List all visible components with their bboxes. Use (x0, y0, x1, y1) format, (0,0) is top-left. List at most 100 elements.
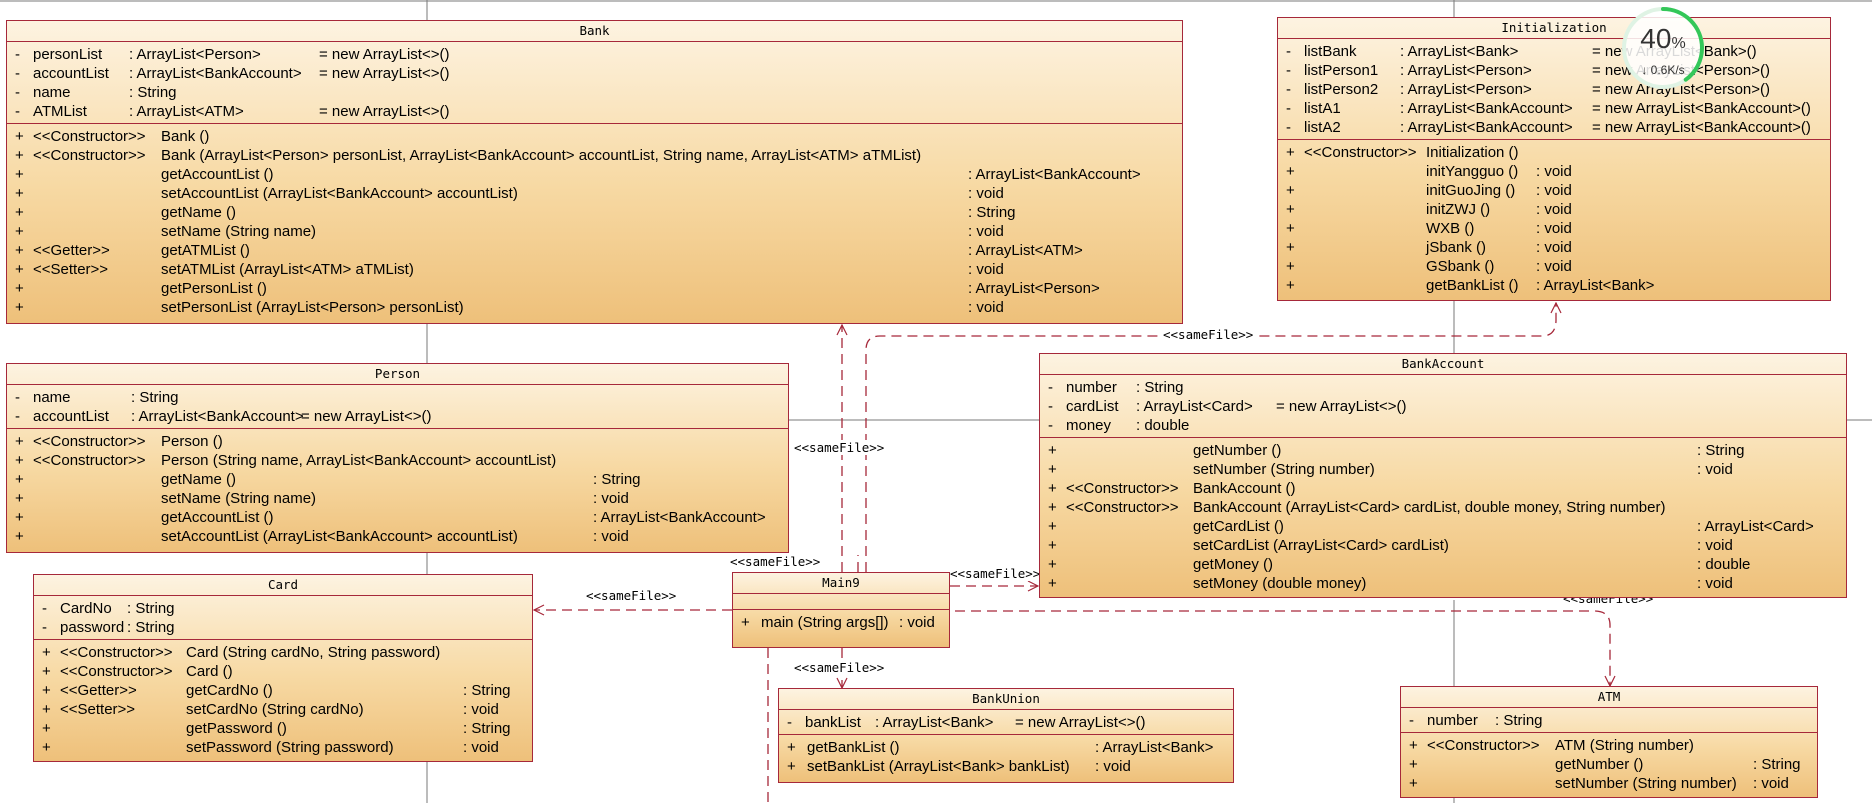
operation-row[interactable]: +initGuoJing (): void (1278, 181, 1830, 200)
operation-row[interactable]: +<<Getter>>getCardNo (): String (34, 681, 532, 700)
class-main9[interactable]: Main9+main (String args[]): void (732, 572, 950, 648)
operation-row[interactable]: +jSbank (): void (1278, 238, 1830, 257)
operation-signature: initYangguo () (1426, 163, 1519, 180)
visibility-marker: + (15, 204, 24, 221)
attribute-row[interactable]: -accountList: ArrayList<BankAccount>= ne… (7, 64, 1182, 83)
attribute-row[interactable]: -bankList: ArrayList<Bank>= new ArrayLis… (779, 713, 1233, 732)
attribute-row[interactable]: -password: String (34, 618, 532, 637)
operation-row[interactable]: +getMoney (): double (1040, 555, 1846, 574)
operation-return-type: : ArrayList<Card> (1697, 518, 1814, 535)
operation-return-type: : void (968, 299, 1004, 316)
operations-section: +<<Constructor>>Person ()+<<Constructor>… (7, 429, 788, 548)
operation-row[interactable]: +setPassword (String password): void (34, 738, 532, 757)
operation-row[interactable]: +setAccountList (ArrayList<BankAccount> … (7, 184, 1182, 203)
operation-return-type (463, 643, 543, 662)
class-atm[interactable]: ATM-number: String+<<Constructor>>ATM (S… (1400, 686, 1818, 798)
attribute-type: : ArrayList<Bank> (1400, 43, 1519, 60)
attribute-row[interactable]: -number: String (1040, 378, 1846, 397)
operation-return-type: : void (463, 739, 499, 756)
operation-row[interactable]: +setName (String name): void (7, 489, 788, 508)
operation-signature: setCardNo (String cardNo) (186, 701, 364, 718)
operation-row[interactable]: +GSbank (): void (1278, 257, 1830, 276)
class-card[interactable]: Card-CardNo: String-password: String+<<C… (33, 574, 533, 762)
operation-row[interactable]: +setCardList (ArrayList<Card> cardList):… (1040, 536, 1846, 555)
attribute-row[interactable]: -listA1: ArrayList<BankAccount>= new Arr… (1278, 99, 1830, 118)
operation-row[interactable]: +getCardList (): ArrayList<Card> (1040, 517, 1846, 536)
operation-row[interactable]: +setPersonList (ArrayList<Person> person… (7, 298, 1182, 317)
operation-stereotype: <<Constructor>> (60, 663, 173, 680)
operation-return-type: : void (1536, 182, 1572, 199)
attributes-section: -name: String-accountList: ArrayList<Ban… (7, 385, 788, 429)
attribute-row[interactable]: -name: String (7, 83, 1182, 102)
operation-row[interactable]: +setNumber (String number): void (1040, 460, 1846, 479)
operation-return-type: : void (1536, 220, 1572, 237)
attribute-row[interactable]: -ATMList: ArrayList<ATM>= new ArrayList<… (7, 102, 1182, 121)
visibility-marker: + (1286, 220, 1295, 237)
operation-row[interactable]: +<<Constructor>>Person (String name, Arr… (7, 451, 788, 470)
attribute-row[interactable]: -money: double (1040, 416, 1846, 435)
class-bank[interactable]: Bank-personList: ArrayList<Person>= new … (6, 20, 1183, 324)
operation-row[interactable]: +getNumber (): String (1040, 441, 1846, 460)
operation-row[interactable]: +getAccountList (): ArrayList<BankAccoun… (7, 165, 1182, 184)
attribute-row[interactable]: -accountList: ArrayList<BankAccount>= ne… (7, 407, 788, 426)
operation-row[interactable]: +<<Constructor>>Card (String cardNo, Str… (34, 643, 532, 662)
operation-return-type: : String (463, 720, 511, 737)
operation-row[interactable]: +getName (): String (7, 470, 788, 489)
class-bankunion[interactable]: BankUnion-bankList: ArrayList<Bank>= new… (778, 688, 1234, 783)
operation-row[interactable]: +initYangguo (): void (1278, 162, 1830, 181)
operation-row[interactable]: +getPersonList (): ArrayList<Person> (7, 279, 1182, 298)
operation-return-type: : void (968, 185, 1004, 202)
operation-signature: BankAccount (ArrayList<Card> cardList, d… (1193, 499, 1666, 516)
operation-row[interactable]: +setBankList (ArrayList<Bank> bankList):… (779, 757, 1233, 776)
operation-row[interactable]: +<<Getter>>getATMList (): ArrayList<ATM> (7, 241, 1182, 260)
attribute-row[interactable]: -cardList: ArrayList<Card>= new ArrayLis… (1040, 397, 1846, 416)
operation-row[interactable]: +main (String args[]): void (733, 613, 949, 632)
operation-row[interactable]: +getBankList (): ArrayList<Bank> (779, 738, 1233, 757)
attribute-row[interactable]: -CardNo: String (34, 599, 532, 618)
operation-row[interactable]: +getPassword (): String (34, 719, 532, 738)
visibility-marker: + (15, 261, 24, 278)
operation-row[interactable]: +setMoney (double money): void (1040, 574, 1846, 593)
progress-speed-widget[interactable]: 40% ↓ 0.6K/s (1620, 5, 1706, 91)
visibility-marker: + (15, 452, 24, 469)
attribute-row[interactable]: -listBank: ArrayList<Bank>= new ArrayLis… (1278, 42, 1830, 61)
operation-row[interactable]: +setNumber (String number): void (1401, 774, 1817, 793)
operation-row[interactable]: +<<Constructor>>ATM (String number) (1401, 736, 1817, 755)
operation-row[interactable]: +getBankList (): ArrayList<Bank> (1278, 276, 1830, 295)
attribute-row[interactable]: -listPerson2: ArrayList<Person>= new Arr… (1278, 80, 1830, 99)
operation-row[interactable]: +getAccountList (): ArrayList<BankAccoun… (7, 508, 788, 527)
class-initialization[interactable]: Initialization-listBank: ArrayList<Bank>… (1277, 17, 1831, 301)
visibility-marker: + (1048, 461, 1057, 478)
attribute-row[interactable]: -listPerson1: ArrayList<Person>= new Arr… (1278, 61, 1830, 80)
operation-row[interactable]: +<<Constructor>>Person () (7, 432, 788, 451)
operation-stereotype: <<Constructor>> (33, 433, 146, 450)
operation-row[interactable]: +getName (): String (7, 203, 1182, 222)
operation-row[interactable]: +<<Setter>>setCardNo (String cardNo): vo… (34, 700, 532, 719)
operation-row[interactable]: +<<Constructor>>Bank () (7, 127, 1182, 146)
operation-return-type: : ArrayList<Bank> (1095, 739, 1214, 756)
attribute-row[interactable]: -personList: ArrayList<Person>= new Arra… (7, 45, 1182, 64)
attribute-row[interactable]: -number: String (1401, 711, 1817, 730)
operation-row[interactable]: +<<Setter>>setATMList (ArrayList<ATM> aT… (7, 260, 1182, 279)
operation-row[interactable]: +setAccountList (ArrayList<BankAccount> … (7, 527, 788, 546)
operation-row[interactable]: +<<Constructor>>BankAccount () (1040, 479, 1846, 498)
operation-row[interactable]: +initZWJ (): void (1278, 200, 1830, 219)
operation-row[interactable]: +<<Constructor>>Card () (34, 662, 532, 681)
visibility-marker: + (15, 280, 24, 297)
operation-signature: setAccountList (ArrayList<BankAccount> a… (161, 528, 518, 545)
attribute-initializer (1276, 378, 1676, 397)
attribute-row[interactable]: -name: String (7, 388, 788, 407)
operation-row[interactable]: +<<Constructor>>BankAccount (ArrayList<C… (1040, 498, 1846, 517)
operation-row[interactable]: +<<Constructor>>Initialization () (1278, 143, 1830, 162)
attribute-row[interactable]: -listA2: ArrayList<BankAccount>= new Arr… (1278, 118, 1830, 137)
class-person[interactable]: Person-name: String-accountList: ArrayLi… (6, 363, 789, 553)
attributes-section: -number: String (1401, 708, 1817, 733)
operation-row[interactable]: +getNumber (): String (1401, 755, 1817, 774)
visibility-marker: - (15, 389, 20, 406)
operation-signature: initZWJ () (1426, 201, 1491, 218)
operation-row[interactable]: +setName (String name): void (7, 222, 1182, 241)
class-bankaccount[interactable]: BankAccount-number: String-cardList: Arr… (1039, 353, 1847, 598)
operation-row[interactable]: +WXB (): void (1278, 219, 1830, 238)
operation-return-type: : String (1753, 756, 1801, 773)
operation-row[interactable]: +<<Constructor>>Bank (ArrayList<Person> … (7, 146, 1182, 165)
